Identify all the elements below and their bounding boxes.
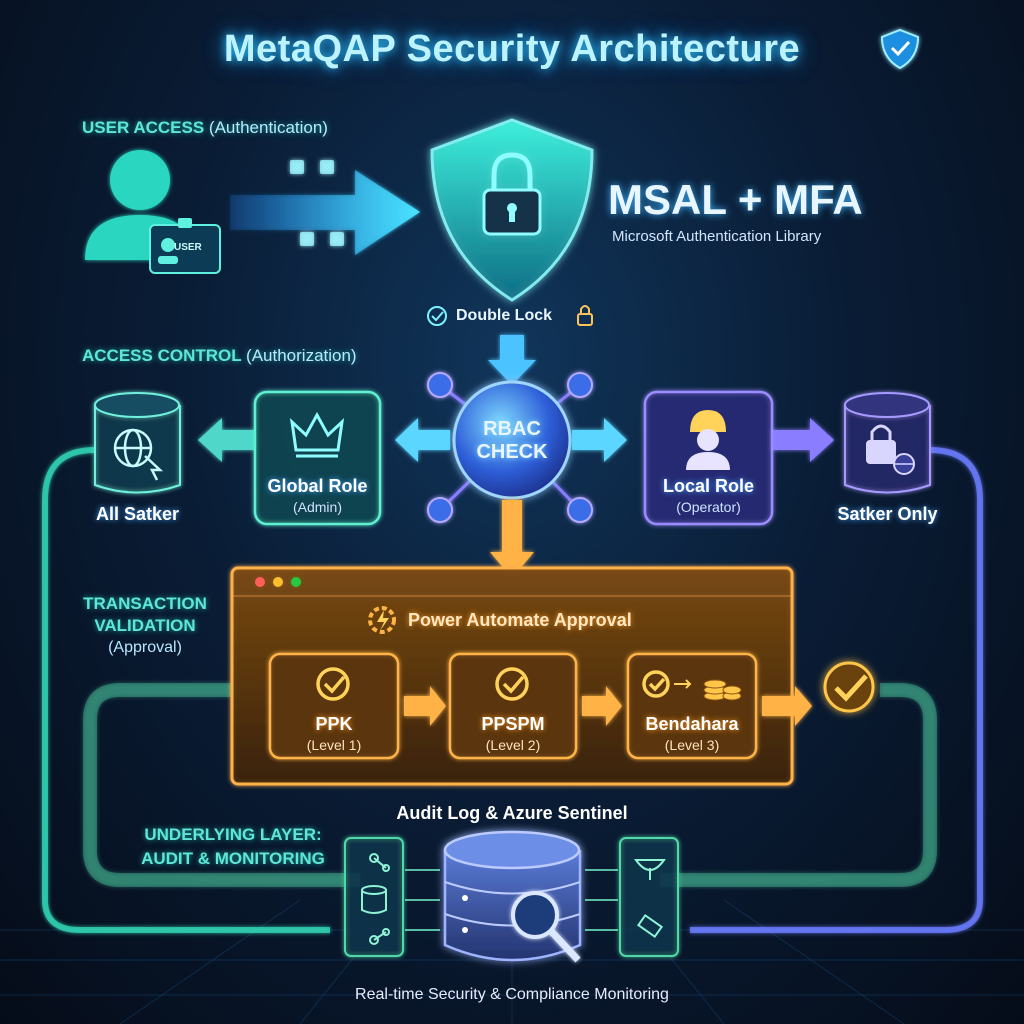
step-1-name: PPK [315,714,353,734]
step-3-level: (Level 3) [664,737,720,753]
coins-icon [703,679,742,701]
check-circle-icon [427,306,447,326]
auth-library: Microsoft Authentication Library [612,228,822,245]
section-underlying: UNDERLYING LAYER: AUDIT & MONITORING [118,823,348,871]
section-transaction-line1: TRANSACTION [83,594,207,613]
magnifier-icon [511,891,581,963]
lock-globe-icon [866,424,915,475]
section-underlying-line1: UNDERLYING LAYER: [144,825,322,844]
shield-lock-icon [430,118,594,302]
global-role-card-bg [253,390,382,526]
outer-pipes [42,447,983,933]
double-lock-label: Double Lock [456,307,553,324]
satellite-icon [634,859,666,939]
rbac-bubble [452,380,572,500]
section-transaction: TRANSACTION VALIDATION (Approval) [60,593,230,659]
final-checkmark-icon [823,661,875,713]
coins-arrow-icon [674,679,692,689]
padlock-icon [577,305,593,326]
global-role-label: Global Role [267,476,368,496]
audit-connectors [405,869,618,931]
section-user-access-sub: (Authentication) [208,118,328,137]
arrow-to-rbac [488,335,536,385]
section-user-access: USER ACCESS (Authentication) [82,118,328,138]
step-1-level: (Level 1) [306,737,362,753]
local-role-sub: (Operator) [676,499,741,515]
step-check-icons [316,667,670,701]
gear-bolt-icon [368,606,396,634]
section-access-control-sub: (Authorization) [246,346,357,365]
crown-icon [289,411,345,458]
page-title: MetaQAP Security Architecture [223,28,801,70]
global-role-sub: (Admin) [292,499,342,515]
satker-only-label: Satker Only [837,504,938,524]
section-underlying-line2: AUDIT & MONITORING [141,849,325,868]
section-user-access-label: USER ACCESS [82,118,205,137]
section-transaction-sub: (Approval) [108,639,182,656]
rbac-line2: CHECK [476,441,548,463]
worker-icon [686,410,730,470]
rbac-check-label: RBAC CHECK [462,418,562,464]
rbac-nodes [427,372,593,523]
title-shield-icon [880,28,920,70]
id-badge-icon [149,218,221,274]
step-3-name: Bendahara [645,714,739,734]
step-2-name: PPSPM [481,714,545,734]
auth-arrow [230,160,420,255]
role-arrows [198,418,834,462]
all-satker-label: All Satker [95,504,180,524]
step-card-bgs [268,652,758,760]
section-access-control: ACCESS CONTROL (Authorization) [82,346,357,366]
rbac-line1: RBAC [483,418,541,440]
audit-title: Audit Log & Azure Sentinel [396,803,628,823]
network-icon [369,853,390,945]
small-database-icon [361,885,387,914]
all-satker-cylinder [94,392,181,494]
globe-cursor-icon [113,428,164,481]
auth-mechanism: MSAL + MFA [608,176,863,223]
section-access-control-label: ACCESS CONTROL [82,346,242,365]
audit-footer: Real-time Security & Compliance Monitori… [355,986,669,1003]
step-arrows [404,686,812,726]
approval-title: Power Automate Approval [408,610,632,630]
local-role-label: Local Role [662,476,755,496]
section-transaction-line2: VALIDATION [94,616,196,635]
arrow-to-approval [490,500,534,578]
step-2-level: (Level 2) [485,737,541,753]
user-badge-text: USER [174,242,202,253]
